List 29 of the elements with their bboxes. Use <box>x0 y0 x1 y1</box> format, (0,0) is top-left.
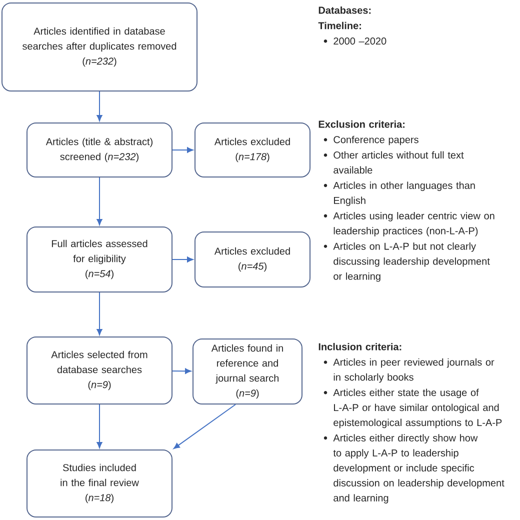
process-box: Articles identified in database searches after duplicates removed (n=232) <box>2 2 198 92</box>
process-box: Articles found in reference and journal search (n=9) <box>192 338 302 404</box>
list-item: Articles either state the usage of L-A-P or have similar ontological and epistemological assumptions to L-A-P <box>333 388 502 428</box>
arrow <box>172 256 194 262</box>
arrow <box>172 147 194 153</box>
arrow <box>96 292 102 336</box>
arrow <box>96 404 102 448</box>
section-heading: Databases: <box>318 6 371 14</box>
process-box: Studies included in the final review (n=18) <box>26 450 172 518</box>
section-heading: Inclusion criteria: <box>318 342 402 350</box>
list-item: Articles using leader centric view on leadership practices (non-L-A-P) <box>333 212 494 236</box>
process-box: Articles excluded (n=178) <box>194 122 310 178</box>
arrow <box>173 404 236 449</box>
list-item: Articles in other languages than English <box>333 182 475 206</box>
section-heading: Timeline: <box>318 22 361 30</box>
arrow <box>172 368 192 374</box>
arrow <box>96 177 102 226</box>
list-item: Articles either directly show how to apply L-A-P to leadership development or include specific discussion on leadership development and learning <box>333 434 504 504</box>
list-item: Other articles without full text available <box>334 151 464 174</box>
list-item: Articles on L-A-P but not clearly discussing leadership development or learning <box>333 242 490 282</box>
process-box: Articles excluded (n=45) <box>194 232 310 288</box>
process-box: Articles (title & abstract) screened (n=232) <box>26 122 172 178</box>
process-box: Articles selected from database searches (n=9) <box>26 336 172 404</box>
process-box: Full articles assessed for eligibility (n=54) <box>26 226 172 292</box>
list-item: Articles in peer reviewed journals or in scholarly books <box>333 358 494 383</box>
arrow <box>96 91 102 122</box>
list-item: 2000 –2020 <box>334 38 386 45</box>
section-heading: Exclusion criteria: <box>318 120 404 128</box>
list-item: Conference papers <box>334 136 418 146</box>
